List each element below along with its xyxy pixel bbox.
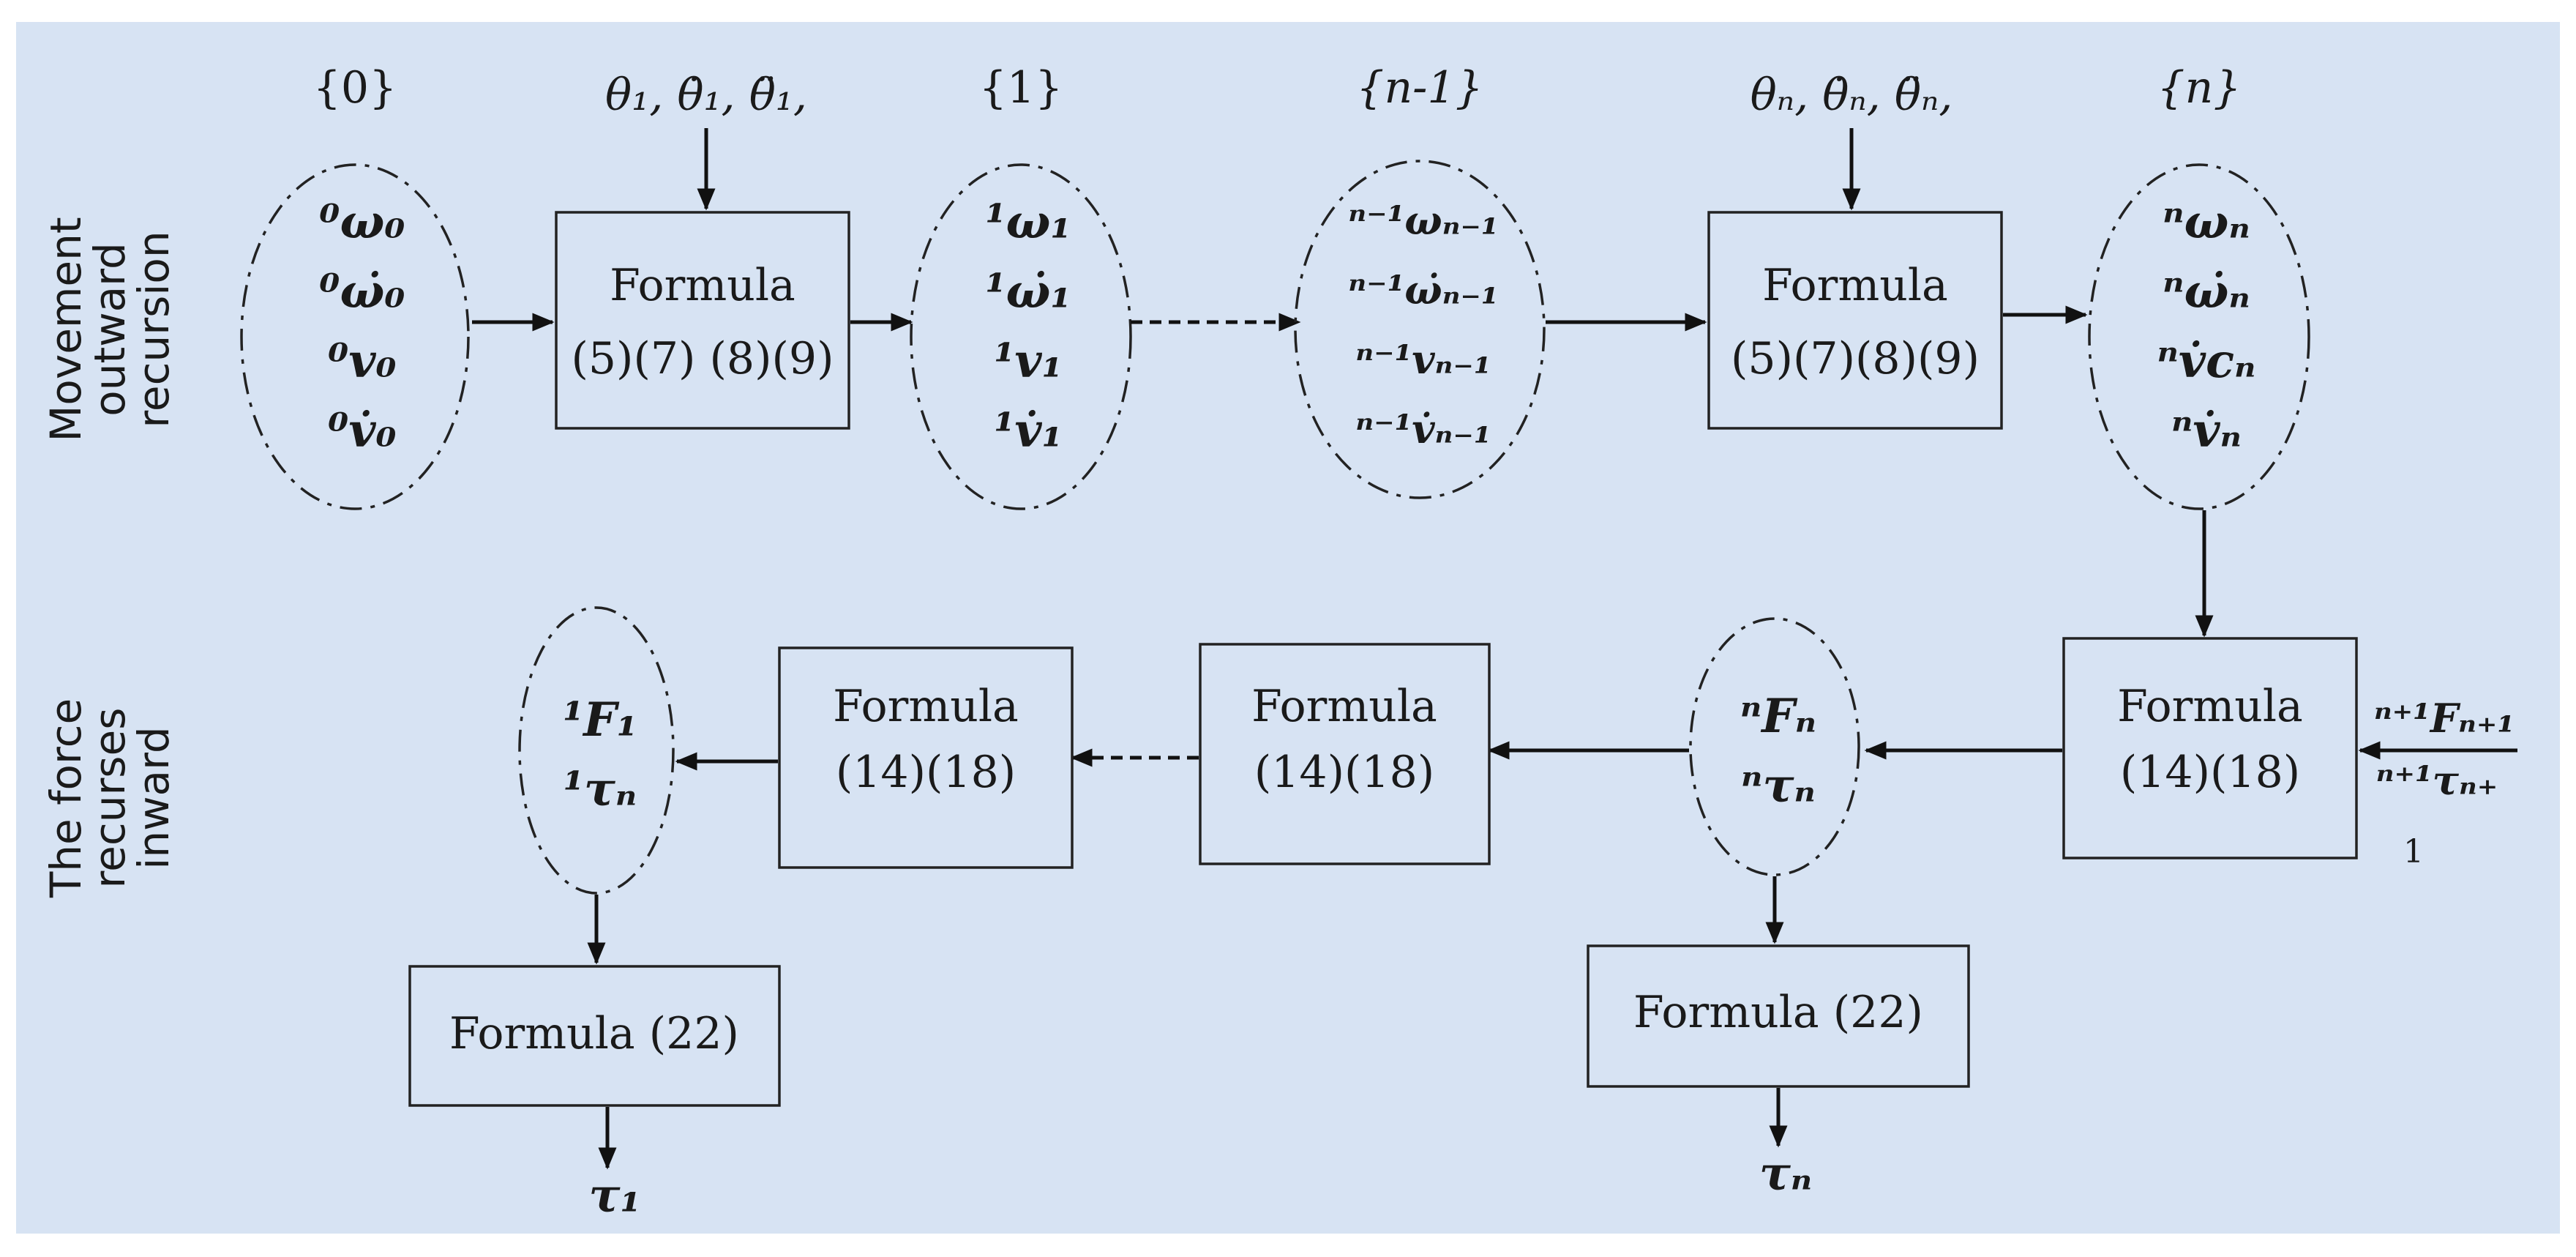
side-label-line-1: Movement xyxy=(41,217,91,441)
formula-box-top-1 xyxy=(555,211,850,430)
output-tau-1: τ₁ xyxy=(588,1168,640,1223)
formula-box-bottom-right-title: Formula (22) xyxy=(1633,987,1923,1038)
symbol-omega-0: ⁰ω₀ xyxy=(320,195,405,250)
joint-input-1: θ₁, θ̇₁, θ̈₁, xyxy=(605,70,807,121)
symbol-v-0: ⁰v₀ xyxy=(328,334,396,389)
symbol-omega-dot-n-1: ⁿ⁻¹ω̇ₙ₋₁ xyxy=(1348,266,1498,313)
symbol-v-n-1: ⁿ⁻¹vₙ₋₁ xyxy=(1355,336,1491,383)
symbol-omega-dot-1: ¹ω̇₁ xyxy=(986,264,1071,319)
symbol-omega-dot-n: ⁿω̇ₙ xyxy=(2163,264,2250,319)
formula-box-bottom-left xyxy=(408,965,781,1107)
ellipse-frame-n-minus-1 xyxy=(1294,160,1546,499)
formula-box-force-center-refs: (14)(18) xyxy=(1254,747,1434,798)
ellipse-frame-0 xyxy=(240,163,470,510)
symbol-force-1: ¹F₁ xyxy=(563,693,637,747)
side-label-line-3: inward xyxy=(129,726,179,870)
formula-box-force-left xyxy=(778,646,1074,869)
symbol-v-dot-1: ¹v̇₁ xyxy=(994,403,1062,458)
external-torque-label: ⁿ⁺¹τₙ₊ xyxy=(2376,757,2498,804)
frame-label-1: {1} xyxy=(979,62,1063,113)
symbol-v-1: ¹v₁ xyxy=(994,334,1062,389)
symbol-v-dot-0: ⁰v̇₀ xyxy=(328,403,396,458)
formula-box-force-center-title: Formula xyxy=(1251,681,1437,732)
external-torque-wrap: 1 xyxy=(2403,833,2424,870)
side-label-line-2: outward xyxy=(85,242,135,417)
formula-box-force-right xyxy=(2062,637,2358,859)
side-label-line-1: The force xyxy=(41,698,91,898)
ellipse-force-n xyxy=(1689,617,1860,876)
symbol-omega-dot-0: ⁰ω̇₀ xyxy=(320,264,405,319)
formula-box-bottom-right xyxy=(1587,944,1970,1088)
frame-n-symbols: ⁿωₙ ⁿω̇ₙ ⁿv̇cₙ ⁿv̇ₙ xyxy=(2157,195,2256,458)
ellipse-frame-n xyxy=(2088,163,2310,510)
frame-0-symbols: ⁰ω₀ ⁰ω̇₀ ⁰v₀ ⁰v̇₀ xyxy=(320,195,405,458)
frame-label-n: {n} xyxy=(2157,62,2242,113)
formula-box-top-2-title: Formula xyxy=(1762,260,1948,311)
side-label-line-3: recursion xyxy=(129,231,179,428)
formula-box-force-center xyxy=(1199,643,1491,865)
ellipse-force-1 xyxy=(518,606,675,895)
formula-box-top-2-refs: (5)(7)(8)(9) xyxy=(1731,333,1980,384)
side-label-line-2: recurses xyxy=(85,708,135,889)
formula-box-force-left-refs: (14)(18) xyxy=(836,747,1016,798)
formula-box-force-left-title: Formula xyxy=(833,681,1019,732)
formula-box-force-right-title: Formula xyxy=(2117,681,2303,732)
formula-box-top-1-refs: (5)(7) (8)(9) xyxy=(571,333,834,384)
symbol-v-dot-n: ⁿv̇ₙ xyxy=(2171,403,2242,458)
symbol-torque-1: ¹τₙ xyxy=(564,762,637,817)
formula-box-top-2 xyxy=(1707,211,2003,430)
output-tau-n: τₙ xyxy=(1759,1146,1812,1201)
symbol-omega-n: ⁿωₙ xyxy=(2163,195,2250,250)
side-label-force: The force recurses inward xyxy=(41,698,179,898)
formula-box-top-1-title: Formula xyxy=(610,260,795,311)
symbol-omega-1: ¹ω₁ xyxy=(986,195,1071,250)
symbol-torque-n: ⁿτₙ xyxy=(1741,758,1816,813)
ellipse-frame-1 xyxy=(910,163,1132,510)
frame-n-minus-1-symbols: ⁿ⁻¹ωₙ₋₁ ⁿ⁻¹ω̇ₙ₋₁ ⁿ⁻¹vₙ₋₁ ⁿ⁻¹v̇ₙ₋₁ xyxy=(1348,197,1498,452)
symbol-omega-n-1: ⁿ⁻¹ωₙ₋₁ xyxy=(1348,197,1498,244)
frame-1-symbols: ¹ω₁ ¹ω̇₁ ¹v₁ ¹v̇₁ xyxy=(986,195,1071,458)
frame-label-n-minus-1: {n-1} xyxy=(1356,62,1483,113)
symbol-v-dot-n-1: ⁿ⁻¹v̇ₙ₋₁ xyxy=(1355,406,1491,452)
symbol-v-dot-cn: ⁿv̇cₙ xyxy=(2157,334,2256,389)
external-force-label: ⁿ⁺¹Fₙ₊₁ xyxy=(2374,695,2515,742)
joint-input-n: θₙ, θ̇ₙ, θ̈ₙ, xyxy=(1751,70,1953,121)
frame-label-0: {0} xyxy=(313,62,397,113)
side-label-movement: Movement outward recursion xyxy=(41,217,179,441)
formula-box-bottom-left-title: Formula (22) xyxy=(449,1008,739,1059)
symbol-force-n: ⁿFₙ xyxy=(1740,689,1816,744)
formula-box-force-right-refs: (14)(18) xyxy=(2120,747,2300,798)
